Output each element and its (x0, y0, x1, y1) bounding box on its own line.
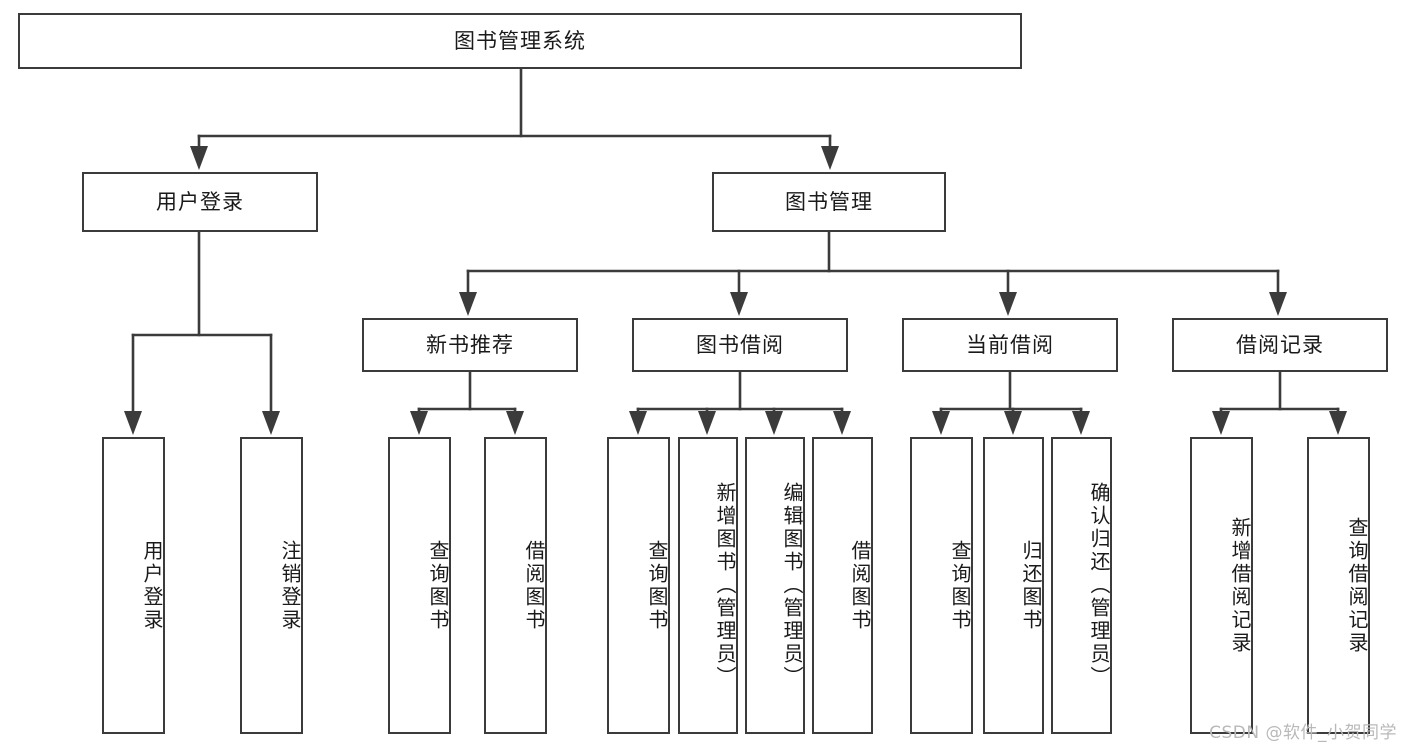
node-label: 查询借阅记录 (1345, 516, 1369, 655)
node-label: 用户登录 (140, 539, 164, 632)
node-borrow-record[interactable]: 借阅记录 (1172, 318, 1388, 372)
node-label: 图书管理 (785, 189, 873, 214)
node-label: 借阅图书 (522, 539, 546, 632)
node-new-book-recommend[interactable]: 新书推荐 (362, 318, 578, 372)
node-label: 图书管理系统 (454, 28, 586, 53)
node-leaf-return-book[interactable]: 归还图书 (983, 437, 1044, 734)
node-user-login[interactable]: 用户登录 (82, 172, 318, 232)
node-label: 查询图书 (645, 539, 669, 632)
node-leaf-logout[interactable]: 注销登录 (240, 437, 303, 734)
node-leaf-query-book-2[interactable]: 查询图书 (607, 437, 670, 734)
node-book-borrow[interactable]: 图书借阅 (632, 318, 848, 372)
node-leaf-query-book-1[interactable]: 查询图书 (388, 437, 451, 734)
node-leaf-confirm-return[interactable]: 确认归还（管理员） (1051, 437, 1112, 734)
node-current-borrow[interactable]: 当前借阅 (902, 318, 1118, 372)
node-label: 新书推荐 (426, 332, 514, 357)
node-leaf-add-borrow-record[interactable]: 新增借阅记录 (1190, 437, 1253, 734)
node-label: 编辑图书（管理员） (780, 482, 804, 689)
node-book-manage[interactable]: 图书管理 (712, 172, 946, 232)
node-leaf-user-login[interactable]: 用户登录 (102, 437, 165, 734)
node-leaf-edit-book[interactable]: 编辑图书（管理员） (745, 437, 805, 734)
node-label: 注销登录 (278, 539, 302, 632)
node-leaf-borrow-book-2[interactable]: 借阅图书 (812, 437, 873, 734)
node-label: 借阅图书 (848, 539, 872, 632)
node-leaf-query-book-3[interactable]: 查询图书 (910, 437, 973, 734)
node-label: 查询图书 (948, 539, 972, 632)
node-label: 查询图书 (426, 539, 450, 632)
node-label: 归还图书 (1019, 539, 1043, 632)
node-leaf-query-borrow-record[interactable]: 查询借阅记录 (1307, 437, 1370, 734)
node-root[interactable]: 图书管理系统 (18, 13, 1022, 69)
node-leaf-borrow-book-1[interactable]: 借阅图书 (484, 437, 547, 734)
node-leaf-add-book[interactable]: 新增图书（管理员） (678, 437, 738, 734)
node-label: 借阅记录 (1236, 332, 1324, 357)
watermark-text: CSDN @软件_小贺同学 (1209, 723, 1397, 743)
node-label: 当前借阅 (966, 332, 1054, 357)
node-label: 新增借阅记录 (1228, 516, 1252, 655)
node-label: 确认归还（管理员） (1087, 482, 1111, 689)
node-label: 用户登录 (156, 189, 244, 214)
node-label: 图书借阅 (696, 332, 784, 357)
node-label: 新增图书（管理员） (713, 482, 737, 689)
